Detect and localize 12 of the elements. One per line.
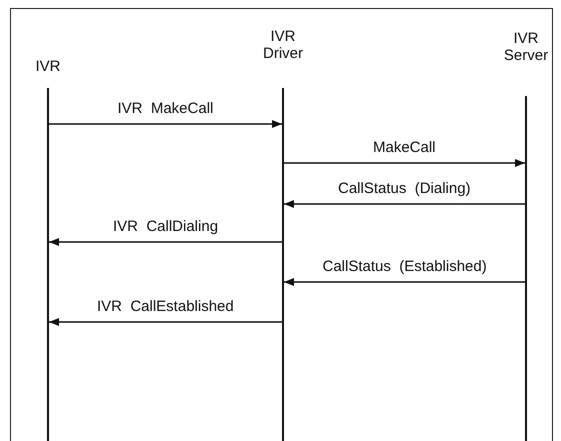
participant-label: IVR Server	[502, 30, 550, 64]
message-label: CallStatus (Established)	[320, 258, 489, 275]
message-arrow	[49, 318, 282, 326]
participant-label: IVR	[34, 58, 62, 75]
message-arrow	[284, 159, 525, 167]
message-arrow	[49, 238, 282, 246]
message-arrow	[284, 278, 525, 286]
message-label: CallStatus (Dialing)	[336, 180, 473, 197]
message-arrow	[284, 200, 525, 208]
message-arrow	[49, 120, 282, 128]
message-label: IVR CallDialing	[111, 218, 220, 235]
participant-label: IVR Driver	[263, 28, 303, 62]
